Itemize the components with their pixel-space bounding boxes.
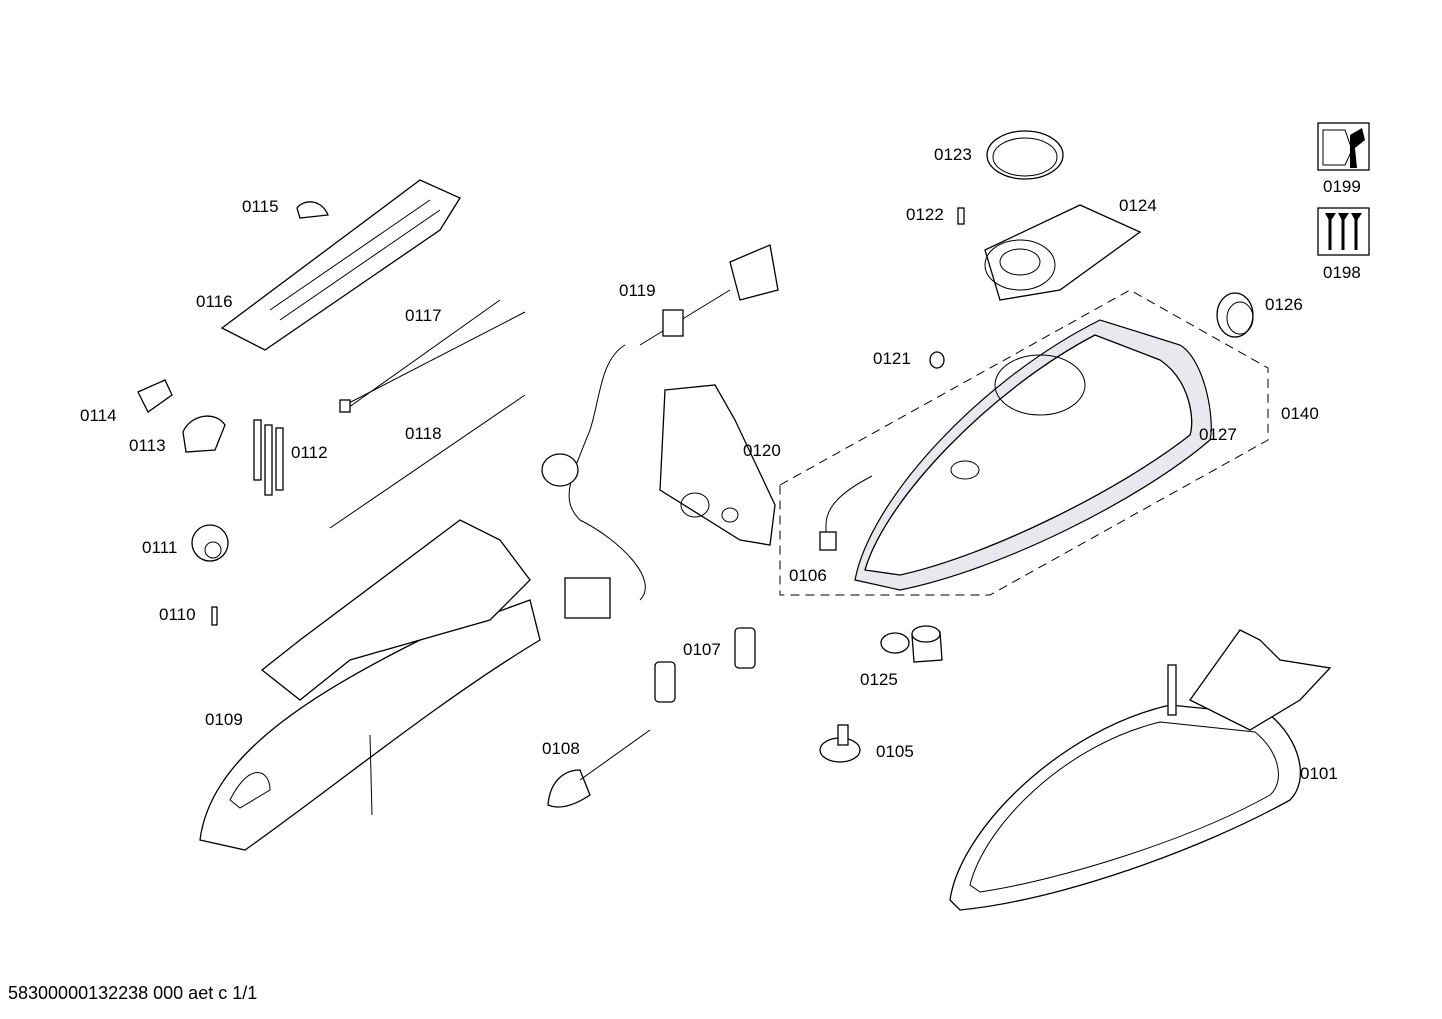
label-0106: 0106 (789, 566, 827, 585)
label-0108: 0108 (542, 739, 580, 758)
part-0105-valve (819, 724, 861, 763)
label-0121: 0121 (873, 349, 911, 368)
part-0109-handle-body (199, 519, 541, 851)
part-0114-button (137, 379, 173, 413)
part-0118-rod (329, 394, 526, 529)
part-0123-cap (986, 130, 1064, 180)
label-0110: 0110 (159, 605, 196, 624)
label-0122: 0122 (906, 205, 944, 224)
part-0122-screw (957, 207, 965, 225)
label-0116: 0116 (196, 292, 233, 311)
label-0113: 0113 (129, 436, 166, 455)
label-0126: 0126 (1265, 295, 1303, 314)
tool-wrench-icon (1317, 122, 1370, 171)
part-0110-spring (211, 606, 218, 626)
part-0117-wires (339, 299, 526, 413)
label-0115: 0115 (242, 197, 279, 216)
part-0101-soleplate (949, 629, 1332, 911)
label-0109: 0109 (205, 710, 243, 729)
label-0120: 0120 (743, 441, 781, 460)
label-0112: 0112 (291, 443, 328, 462)
label-0101: 0101 (1300, 764, 1338, 783)
part-0108-nozzle (547, 729, 651, 808)
label-0127: 0127 (1199, 425, 1237, 444)
part-0106-tube (825, 475, 873, 548)
part-0112-pins (253, 419, 284, 496)
part-0115-cap (296, 201, 329, 219)
part-0120-plate (659, 384, 776, 546)
label-0118: 0118 (405, 424, 442, 443)
part-0119-cord (541, 244, 779, 619)
part-0127-housing (854, 319, 1212, 591)
label-0124: 0124 (1119, 196, 1157, 215)
part-0113-knob (182, 415, 226, 453)
label-0111: 0111 (142, 538, 178, 557)
screws-icon (1317, 207, 1370, 256)
label-0114: 0114 (80, 406, 117, 425)
label-0125: 0125 (860, 670, 898, 689)
label-0117: 0117 (405, 306, 442, 325)
part-0125-seals (880, 625, 943, 663)
part-0121-knob (929, 351, 945, 369)
part-0124-tank-lid (984, 204, 1142, 301)
part-0116-handle-cover (220, 179, 461, 351)
part-0111-dial (191, 524, 229, 562)
assembly-0140-outline (779, 289, 1269, 596)
label-0199: 0199 (1323, 177, 1361, 196)
label-0123: 0123 (934, 145, 972, 164)
label-0107: 0107 (683, 640, 721, 659)
part-0107-connector (654, 627, 756, 703)
label-0198: 0198 (1323, 263, 1361, 282)
document-footer-id: 58300000132238 000 aet c 1/1 (8, 983, 258, 1003)
label-0105: 0105 (876, 742, 914, 761)
label-0119: 0119 (619, 281, 656, 300)
part-0106-tube-end (819, 531, 837, 551)
label-0140: 0140 (1281, 404, 1319, 423)
part-0126-ring (1216, 292, 1254, 338)
